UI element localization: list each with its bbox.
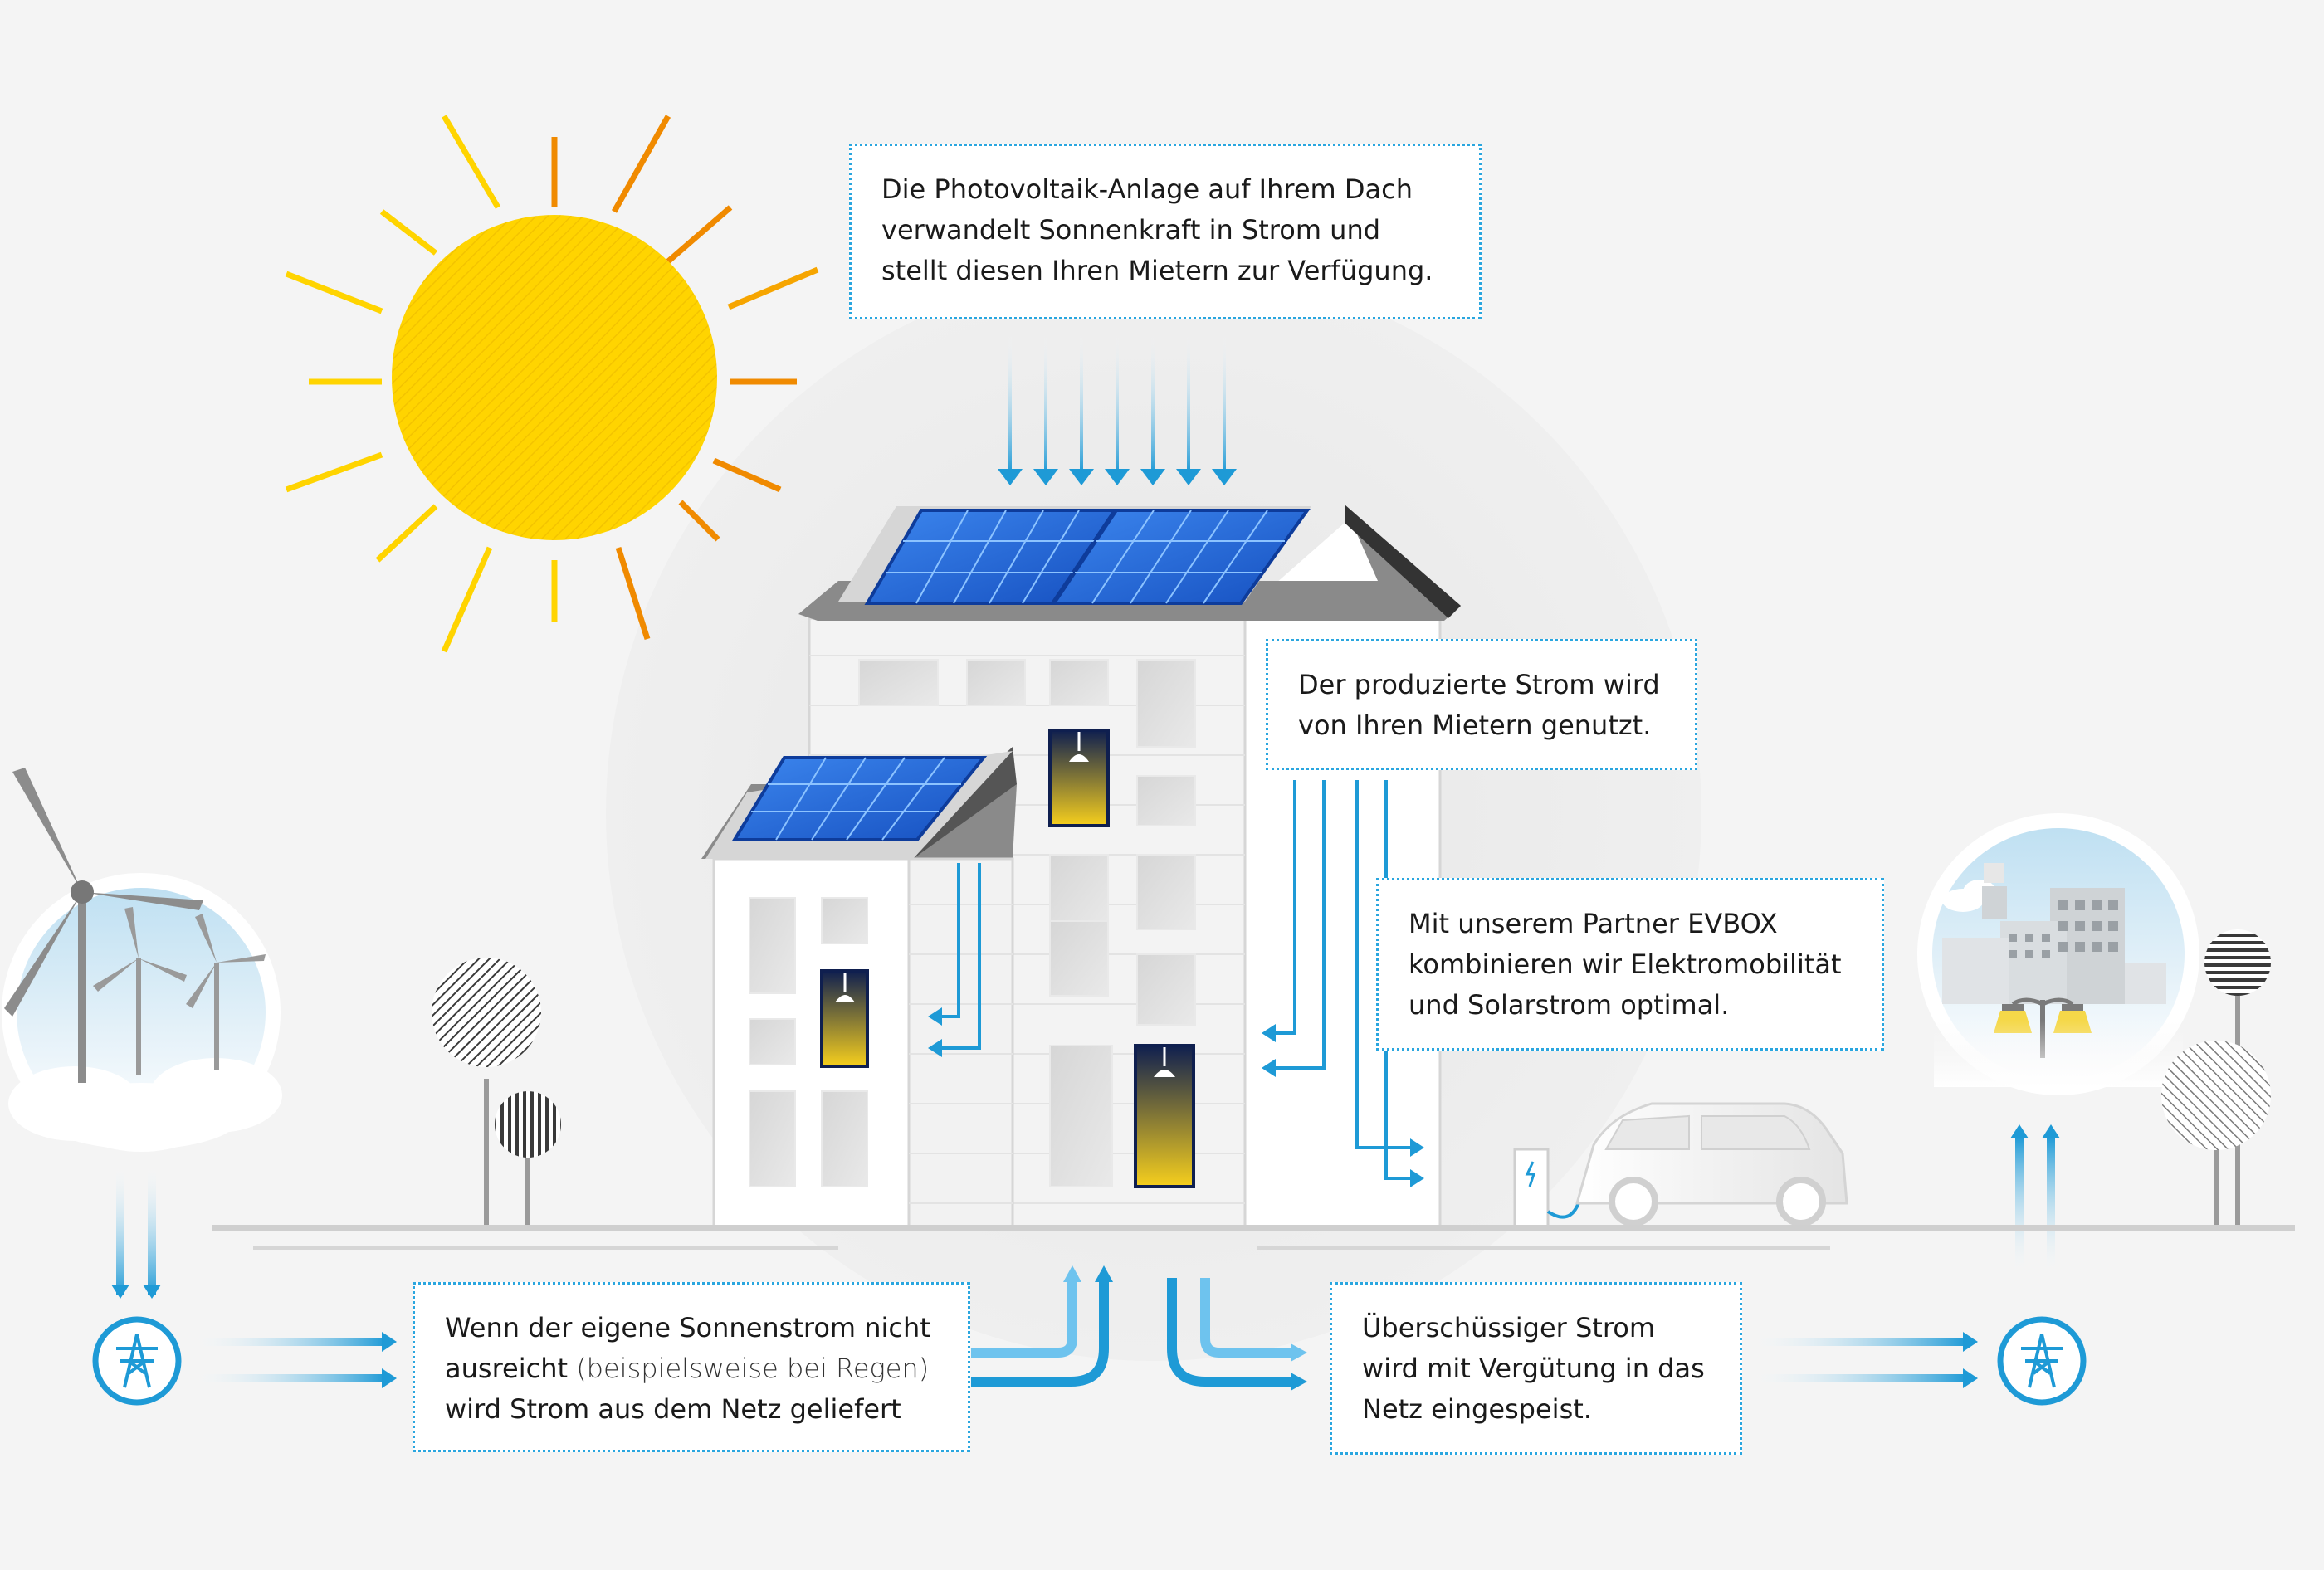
callout-usage-line: von Ihren Mietern genutzt. <box>1298 709 1652 741</box>
callout-usage: Der produzierte Strom wird von Ihren Mie… <box>1266 639 1697 770</box>
tree-icon <box>495 1091 561 1226</box>
power-pylon-icon <box>1997 1316 2087 1406</box>
callout-evbox: Mit unserem Partner EVBOX kombinieren wi… <box>1376 878 1884 1051</box>
callout-grid-in-line: wird Strom aus dem Netz geliefert <box>445 1393 901 1425</box>
usage-arrowheads <box>928 1007 1424 1187</box>
lit-window <box>820 969 869 1068</box>
electric-car-icon <box>1575 1102 1848 1226</box>
grid-flow-right <box>1743 1332 1978 1388</box>
lit-window <box>1048 729 1110 827</box>
callout-grid-in-line: Wenn der eigene Sonnenstrom nicht <box>445 1312 930 1343</box>
tree-icon <box>432 958 541 1226</box>
ray-arrow <box>1069 332 1094 485</box>
road-line <box>1257 1246 1830 1250</box>
wind-turbine-icon <box>2 768 282 1152</box>
callout-pv-line: stellt diesen Ihren Mietern zur Verfügun… <box>881 255 1433 286</box>
callout-evbox-line: Mit unserem Partner EVBOX <box>1409 908 1778 939</box>
ray-arrow <box>1033 332 1058 485</box>
apartment-building <box>701 505 1461 1228</box>
callout-grid-out-line: Überschüssiger Strom <box>1362 1312 1656 1343</box>
grid-out-elbow <box>1167 1278 1307 1391</box>
grid-in-elbow <box>971 1265 1113 1387</box>
grid-flow-left <box>187 1332 397 1388</box>
callout-usage-line: Der produzierte Strom wird <box>1298 669 1660 700</box>
callout-grid-in: Wenn der eigene Sonnenstrom nicht ausrei… <box>413 1282 970 1452</box>
callout-grid-out-line: wird mit Vergütung in das <box>1362 1353 1705 1384</box>
ray-arrow <box>998 332 1023 485</box>
callout-pv-line: Die Photovoltaik-Anlage auf Ihrem Dach <box>881 173 1413 205</box>
callout-grid-out-line: Netz eingespeist. <box>1362 1393 1592 1425</box>
callout-pv-line: verwandelt Sonnenkraft in Strom und <box>881 214 1381 246</box>
grid-feed-arrows-right <box>2010 1124 2060 1278</box>
callout-pv: Die Photovoltaik-Anlage auf Ihrem Dach v… <box>849 144 1482 319</box>
ray-arrow <box>1176 332 1201 485</box>
sunlight-arrows <box>998 332 1237 485</box>
lit-window <box>1134 1044 1195 1188</box>
solar-panel-icon <box>731 756 988 841</box>
grid-feed-arrows-left <box>111 1162 161 1299</box>
sun-icon <box>285 115 819 653</box>
tree-icon <box>2161 1041 2271 1226</box>
callout-grid-in-line: ausreicht (beispielsweise bei Regen) <box>445 1348 938 1389</box>
callout-evbox-line: und Solarstrom optimal. <box>1409 989 1730 1021</box>
callout-grid-out: Überschüssiger Strom wird mit Vergütung … <box>1330 1282 1742 1455</box>
power-pylon-icon <box>92 1316 182 1406</box>
road-line <box>253 1246 838 1250</box>
ray-arrow <box>1140 332 1165 485</box>
callout-grid-in-emphasis: ausreicht <box>445 1353 569 1384</box>
solar-panel-icon <box>1051 509 1311 605</box>
ground-line <box>212 1225 2295 1231</box>
ray-arrow <box>1105 332 1130 485</box>
callout-evbox-line: kombinieren wir Elektromobilität <box>1409 948 1842 980</box>
callout-grid-in-aside: (beispielsweise bei Regen) <box>568 1353 930 1384</box>
city-icon <box>1917 813 2200 1095</box>
ray-arrow <box>1212 332 1237 485</box>
